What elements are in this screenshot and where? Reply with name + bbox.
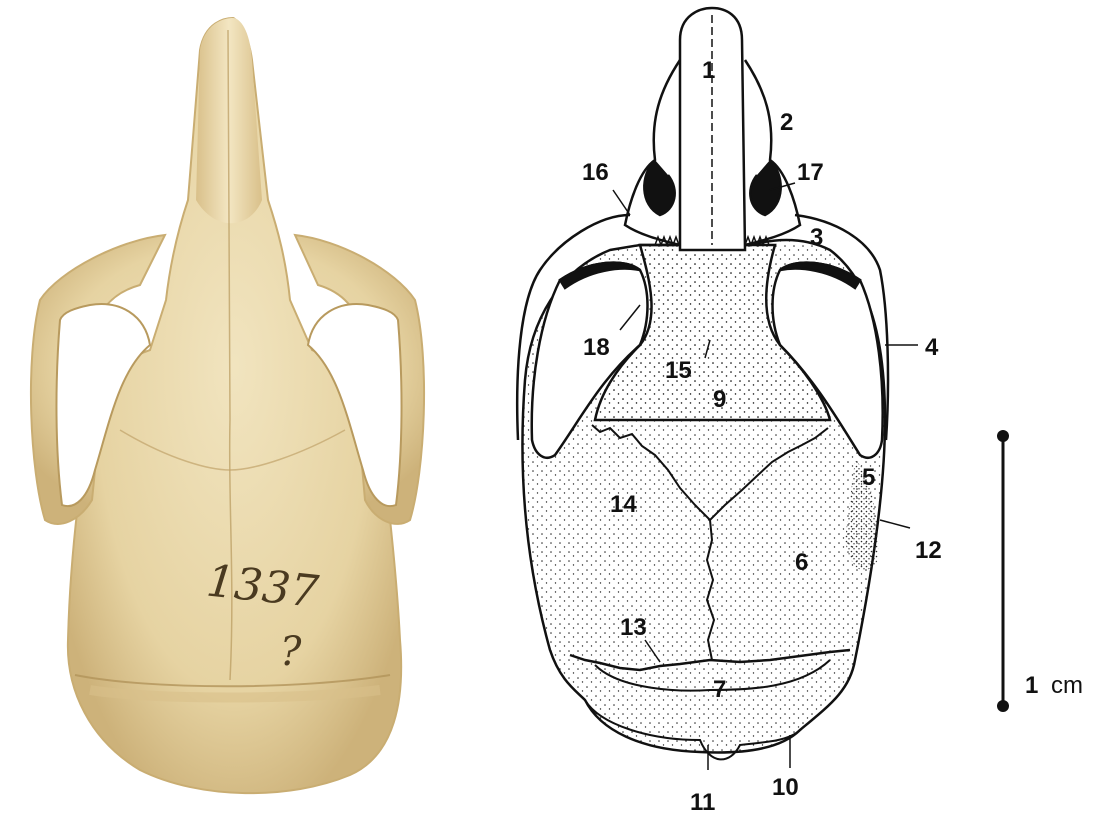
label-9: 9 <box>713 386 726 413</box>
drawing-premaxilla-left <box>625 60 680 245</box>
drawing-premaxilla-right <box>745 60 800 245</box>
label-17: 17 <box>797 159 824 186</box>
scale-bar: 1 cm <box>997 430 1083 712</box>
scale-bar-value: 1 <box>1025 672 1038 699</box>
label-3: 3 <box>810 224 823 251</box>
label-14: 14 <box>610 491 637 518</box>
scale-bar-label: 1 cm <box>1025 672 1083 699</box>
label-18: 18 <box>583 334 610 361</box>
photo-specimen-marking-2: ? <box>280 629 302 675</box>
label-5: 5 <box>862 464 875 491</box>
leader-12 <box>880 520 910 528</box>
scale-bar-unit: cm <box>1051 672 1083 699</box>
label-7: 7 <box>713 676 726 703</box>
drawing-zygomatic-notch-right <box>750 160 780 215</box>
label-6: 6 <box>795 549 808 576</box>
label-1: 1 <box>702 57 715 84</box>
label-12: 12 <box>915 537 942 564</box>
skull-photo: 1337 ? <box>0 0 470 822</box>
scale-bar-bottom-dot <box>997 700 1009 712</box>
label-16: 16 <box>582 159 609 186</box>
label-2: 2 <box>780 109 793 136</box>
scale-bar-top-dot <box>997 430 1009 442</box>
label-11: 11 <box>690 789 715 816</box>
label-13: 13 <box>620 614 647 641</box>
label-4: 4 <box>925 334 939 361</box>
leader-16 <box>613 190 630 215</box>
drawing-zygomatic-notch-left <box>644 160 674 215</box>
label-15: 15 <box>665 357 692 384</box>
label-10: 10 <box>772 774 799 801</box>
